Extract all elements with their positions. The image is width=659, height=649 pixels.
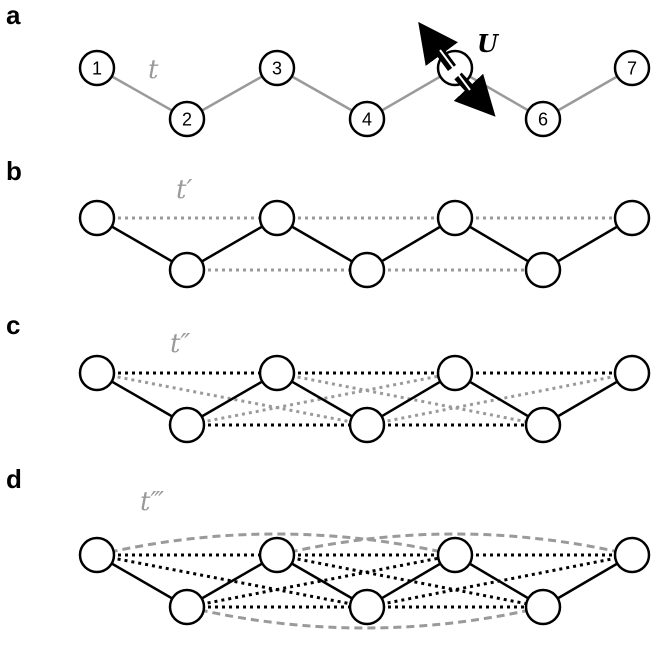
site-d-5 — [436, 536, 474, 574]
panel-letter-c: c — [6, 310, 20, 340]
site-label-4: 4 — [362, 110, 372, 130]
panel-d: d t‴ — [6, 464, 651, 630]
site-b-7 — [613, 199, 651, 237]
panel-letter-a: a — [6, 0, 21, 30]
double-occupancy-arrow-icon — [418, 21, 496, 117]
edges-c — [96, 371, 633, 427]
site-label-3: 3 — [272, 59, 282, 79]
site-a-2 — [168, 100, 206, 138]
panel-a: a t 1 2 3 4 6 7 U — [6, 0, 651, 138]
site-label-1: 1 — [92, 59, 102, 79]
site-d-7 — [613, 536, 651, 574]
hop-label-t-double-prime: t″ — [170, 329, 190, 359]
panel-letter-d: d — [6, 464, 22, 494]
site-d-4 — [348, 588, 386, 626]
nodes-d — [78, 536, 651, 626]
nodes-a: 1 2 3 4 6 7 — [78, 49, 651, 138]
site-d-1 — [78, 536, 116, 574]
bond-t-triple-prime — [96, 532, 456, 557]
site-b-4 — [348, 251, 386, 289]
nodes-b — [78, 199, 651, 289]
site-c-7 — [613, 354, 651, 392]
site-a-3 — [258, 49, 296, 87]
site-label-7: 7 — [627, 59, 637, 79]
site-label-2: 2 — [182, 110, 192, 130]
panel-c: c t″ — [6, 310, 651, 444]
hop-label-t-prime: t′ — [176, 175, 192, 205]
site-a-4 — [348, 100, 386, 138]
site-b-6 — [524, 251, 562, 289]
site-b-5 — [436, 199, 474, 237]
site-b-2 — [168, 251, 206, 289]
site-a-6 — [524, 100, 562, 138]
site-c-5 — [436, 354, 474, 392]
site-label-6: 6 — [538, 110, 548, 130]
site-c-1 — [78, 354, 116, 392]
panel-b: b t′ — [6, 156, 651, 289]
site-d-3 — [258, 536, 296, 574]
nodes-c — [78, 354, 651, 444]
hop-label-t-triple-prime: t‴ — [140, 487, 164, 517]
site-c-2 — [168, 406, 206, 444]
site-a-7 — [613, 49, 651, 87]
site-d-6 — [524, 588, 562, 626]
site-c-3 — [258, 354, 296, 392]
site-b-1 — [78, 199, 116, 237]
hop-label-t: t — [148, 55, 159, 85]
panel-letter-b: b — [6, 156, 22, 186]
site-b-3 — [258, 199, 296, 237]
site-c-4 — [348, 406, 386, 444]
site-a-1 — [78, 49, 116, 87]
site-c-6 — [524, 406, 562, 444]
site-d-2 — [168, 588, 206, 626]
interaction-label-u: U — [477, 29, 500, 58]
